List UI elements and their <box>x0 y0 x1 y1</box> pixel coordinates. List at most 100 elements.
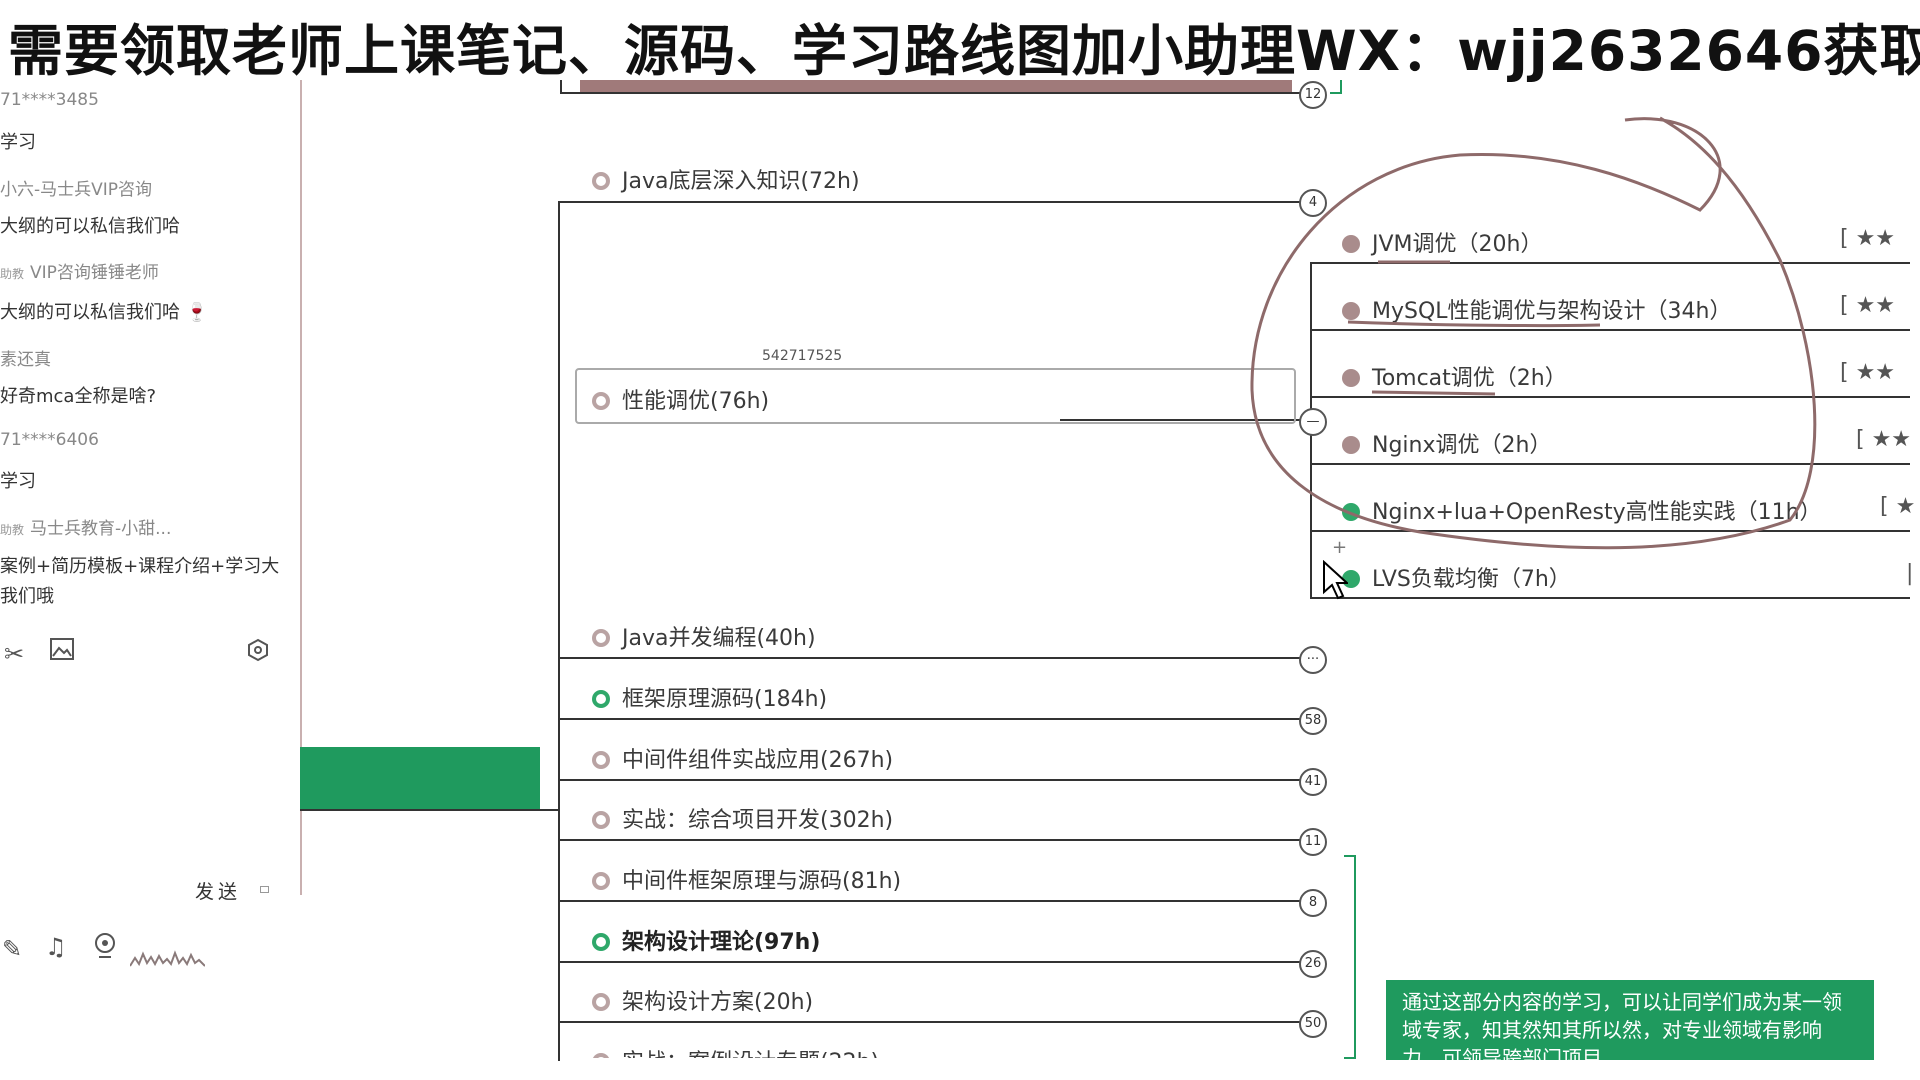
chat-message: 好奇mca全称是啥? <box>0 386 157 407</box>
summary-bracket <box>1344 855 1356 1059</box>
brush-icon[interactable]: ✎ <box>2 935 23 963</box>
node-label: 架构设计理论(97h) <box>622 930 821 955</box>
child-count-badge[interactable]: 50 <box>1299 1010 1327 1038</box>
child-count-badge[interactable]: 12 <box>1299 81 1327 109</box>
node-label: 架构设计方案(20h) <box>622 990 814 1015</box>
child-count-badge[interactable]: 41 <box>1299 768 1327 796</box>
connector <box>560 92 1305 94</box>
node-label: LVS负载均衡（7h） <box>1372 567 1571 592</box>
bullet-icon <box>1342 369 1360 387</box>
music-icon[interactable]: ♫ <box>45 933 67 961</box>
node-flag-icon <box>592 993 610 1011</box>
chat-message: 学习 <box>0 132 36 153</box>
child-nginx-tuning[interactable]: Nginx调优（2h） <box>1342 427 1551 459</box>
node-id-label: 542717525 <box>762 348 843 364</box>
node-label: 性能调优(76h) <box>622 389 770 414</box>
node-project-practice[interactable]: 实战：综合项目开发(302h) <box>592 802 893 834</box>
connector <box>1310 262 1910 264</box>
chat-message: 大纲的可以私信我们哈 🍷 <box>0 302 209 323</box>
image-icon[interactable] <box>50 638 74 666</box>
rating-stars: [ ★★ <box>1856 427 1912 452</box>
bullet-icon <box>1342 503 1360 521</box>
send-button[interactable]: 发送 <box>195 881 242 903</box>
root-connector <box>300 809 560 811</box>
node-architecture-theory[interactable]: 架构设计理论(97h) <box>592 924 820 956</box>
summary-bracket <box>1330 80 1342 94</box>
connector <box>560 961 1305 963</box>
child-lvs[interactable]: LVS负载均衡（7h） <box>1342 561 1571 593</box>
collapsed-node-bar <box>580 80 1292 94</box>
rating-stars: [ ★★ <box>1840 293 1896 318</box>
child-openresty[interactable]: Nginx+lua+OpenResty高性能实践（11h） <box>1342 494 1822 526</box>
connector <box>560 900 1305 902</box>
node-flag-icon <box>592 1053 610 1058</box>
mouse-cursor-icon <box>1323 560 1348 600</box>
child-count-badge[interactable]: 26 <box>1299 950 1327 978</box>
node-java-concurrency[interactable]: Java并发编程(40h) <box>592 620 816 652</box>
child-tomcat-tuning[interactable]: Tomcat调优（2h） <box>1342 360 1567 392</box>
connector <box>1310 463 1910 465</box>
node-performance-tuning[interactable]: 性能调优(76h) <box>592 383 769 415</box>
node-flag-icon <box>592 933 610 951</box>
node-label: MySQL性能调优与架构设计（34h） <box>1372 299 1732 324</box>
mindmap-trunk <box>558 201 560 1061</box>
connector <box>1310 396 1910 398</box>
summary-callout[interactable]: 通过这部分内容的学习，可以让同学们成为某一领域专家，知其然知其所以然，对专业领域… <box>1386 980 1874 1060</box>
node-label: Java底层深入知识(72h) <box>622 169 860 194</box>
webcam-icon[interactable] <box>92 932 118 966</box>
chat-username: 71****3485 <box>0 90 99 110</box>
node-architecture-plan[interactable]: 架构设计方案(20h) <box>592 984 813 1016</box>
child-mysql-tuning[interactable]: MySQL性能调优与架构设计（34h） <box>1342 293 1731 325</box>
connector <box>560 718 1305 720</box>
node-flag-icon <box>592 172 610 190</box>
connector <box>560 201 1305 203</box>
chat-username: 小六-马士兵VIP咨询 <box>0 180 153 200</box>
assistant-tag: 助教 <box>0 267 25 281</box>
connector <box>1310 329 1910 331</box>
child-jvm-tuning[interactable]: JVM调优（20h） <box>1342 226 1542 258</box>
node-label: Nginx调优（2h） <box>1372 433 1552 458</box>
settings-icon[interactable] <box>246 638 270 668</box>
bullet-icon <box>1342 436 1360 454</box>
connector <box>1310 597 1910 599</box>
node-flag-icon <box>592 872 610 890</box>
connector <box>560 657 1305 659</box>
chat-username-text: 马士兵教育-小甜... <box>30 519 172 539</box>
chat-username: 助教马士兵教育-小甜... <box>0 514 171 539</box>
node-label: JVM调优（20h） <box>1372 232 1543 257</box>
node-label: Java并发编程(40h) <box>622 626 816 651</box>
node-case-design[interactable]: 实战：案例设计专题(22h) <box>592 1044 879 1058</box>
audio-level-icon <box>130 950 205 967</box>
node-middleware-source[interactable]: 中间件框架原理与源码(81h) <box>592 863 901 895</box>
node-label: Tomcat调优（2h） <box>1372 366 1567 391</box>
send-option-icon[interactable] <box>260 886 269 893</box>
assistant-tag: 助教 <box>0 523 25 537</box>
more-badge[interactable]: ··· <box>1299 646 1327 674</box>
child-count-badge[interactable]: 11 <box>1299 828 1327 856</box>
scissors-icon[interactable]: ✂ <box>4 640 25 668</box>
promo-banner: 需要领取老师上课笔记、源码、学习路线图加小助理WX：wjj2632646获取！ <box>0 0 1920 83</box>
rating-stars: | <box>1906 561 1914 586</box>
node-middleware-practice[interactable]: 中间件组件实战应用(267h) <box>592 742 893 774</box>
connector <box>560 839 1305 841</box>
node-label: 实战：综合项目开发(302h) <box>622 808 894 833</box>
child-count-badge[interactable]: 8 <box>1299 889 1327 917</box>
node-label: 框架原理源码(184h) <box>622 687 828 712</box>
collapse-toggle[interactable]: — <box>1299 408 1327 436</box>
connector <box>560 779 1305 781</box>
chat-message: 案例+简历模板+课程介绍+学习大 <box>0 556 280 577</box>
node-flag-icon <box>592 811 610 829</box>
rating-stars: [ ★ <box>1880 494 1916 519</box>
connector <box>560 80 562 92</box>
promo-banner-text: 需要领取老师上课笔记、源码、学习路线图加小助理WX：wjj2632646获取！ <box>8 19 1920 83</box>
node-java-core[interactable]: Java底层深入知识(72h) <box>592 163 860 195</box>
add-node-button[interactable]: + <box>1332 537 1348 558</box>
node-label: 实战：案例设计专题(22h) <box>622 1050 879 1058</box>
node-flag-icon <box>592 629 610 647</box>
child-count-badge[interactable]: 58 <box>1299 707 1327 735</box>
node-flag-icon <box>592 690 610 708</box>
node-framework-source[interactable]: 框架原理源码(184h) <box>592 681 827 713</box>
connector <box>1060 419 1310 421</box>
child-count-badge[interactable]: 4 <box>1299 189 1327 217</box>
